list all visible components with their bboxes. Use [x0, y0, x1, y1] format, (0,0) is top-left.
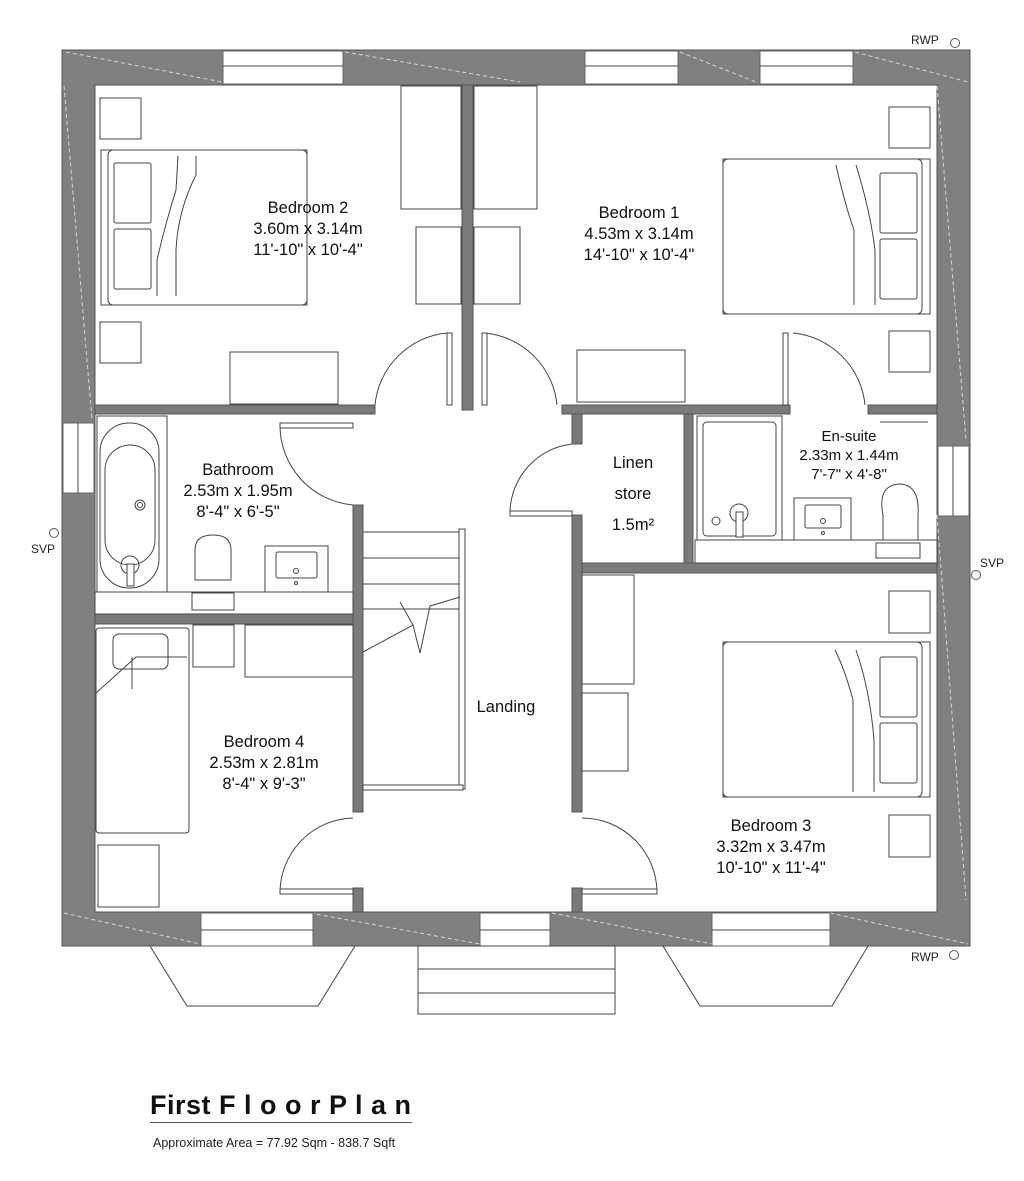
outer-walls: [61, 49, 971, 947]
ensuite-fixtures: [694, 415, 938, 564]
svp-left-icon: [49, 528, 59, 538]
room-name: Landing: [476, 698, 536, 716]
room-label-bathroom: Bathroom 2.53m x 1.95m 8'-4" x 6'-5": [183, 460, 292, 523]
room-imperial-size: 11'-10" x 10'-4": [253, 241, 363, 259]
room-label-ensuite: En-suite 2.33m x 1.44m 7'-7" x 4'-8": [799, 427, 898, 484]
internal-walls: [94, 84, 938, 913]
rwp-label-top: RWP: [911, 33, 939, 47]
room-imperial-size: 10'-10" x 11'-4": [716, 859, 826, 877]
bedroom2-furniture: [99, 85, 462, 405]
svp-label-left: SVP: [31, 542, 56, 556]
svp-right-icon: [971, 570, 981, 580]
staircase: [362, 528, 466, 791]
rwp-bottom-icon: [949, 950, 959, 960]
room-area: 1.5m²: [611, 516, 655, 534]
approximate-area: Approximate Area = 77.92 Sqm - 838.7 Sqf…: [153, 1136, 396, 1150]
room-name: Bedroom 3: [730, 817, 812, 835]
room-label-linen-store: Linen store 1.5m²: [612, 448, 654, 541]
bathroom-fixtures: [94, 415, 354, 615]
room-name-line2: store: [614, 485, 652, 503]
room-imperial-size: 14'-10" x 10'-4": [583, 246, 695, 264]
room-name: Linen: [612, 454, 654, 472]
room-label-bedroom1: Bedroom 1 4.53m x 3.14m 14'-10" x 10'-4": [584, 203, 695, 266]
bedroom4-furniture: [95, 624, 354, 908]
room-imperial-size: 8'-4" x 9'-3": [222, 775, 306, 793]
room-name: En-suite: [821, 428, 877, 445]
room-label-bedroom2: Bedroom 2 3.60m x 3.14m 11'-10" x 10'-4": [253, 198, 362, 261]
room-label-bedroom3: Bedroom 3 3.32m x 3.47m 10'-10" x 11'-4": [716, 816, 825, 879]
bedroom3-furniture: [581, 574, 931, 858]
room-metric-size: 2.53m x 1.95m: [183, 482, 293, 500]
room-name: Bedroom 2: [267, 199, 349, 217]
room-imperial-size: 8'-4" x 6'-5": [196, 503, 280, 521]
room-label-landing: Landing: [477, 697, 536, 718]
room-metric-size: 3.32m x 3.47m: [716, 838, 826, 856]
room-name: Bathroom: [202, 461, 274, 479]
room-name: Bedroom 1: [598, 204, 680, 222]
rwp-top-icon: [950, 38, 960, 48]
room-metric-size: 2.33m x 1.44m: [799, 447, 899, 464]
svp-label-right: SVP: [980, 556, 1005, 570]
rwp-label-bottom: RWP: [911, 950, 939, 964]
bay-windows: [149, 945, 869, 1015]
room-metric-size: 3.60m x 3.14m: [253, 220, 363, 238]
bedroom1-furniture: [473, 85, 931, 403]
room-metric-size: 2.53m x 2.81m: [209, 754, 319, 772]
room-label-bedroom4: Bedroom 4 2.53m x 2.81m 8'-4" x 9'-3": [209, 732, 318, 795]
windows: [62, 50, 970, 947]
plan-title: First F l o o r P l a n: [150, 1090, 412, 1123]
room-metric-size: 4.53m x 3.14m: [584, 225, 694, 243]
room-name: Bedroom 4: [223, 733, 305, 751]
doors: [279, 332, 866, 895]
room-imperial-size: 7'-7" x 4'-8": [811, 466, 887, 483]
